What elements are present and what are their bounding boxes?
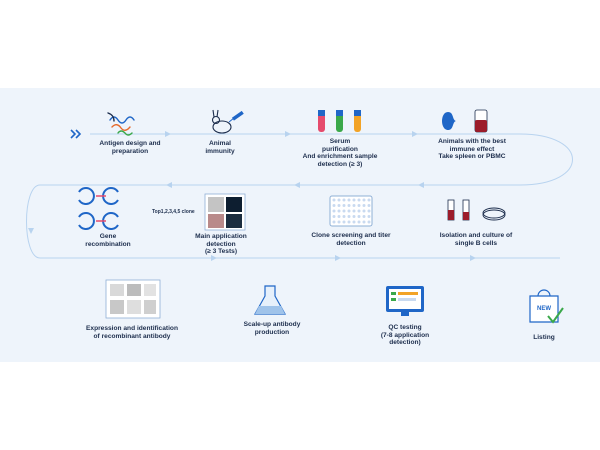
well xyxy=(337,215,341,218)
flow-connector xyxy=(26,133,573,259)
well xyxy=(362,198,366,202)
spleen-icon xyxy=(442,112,456,130)
well xyxy=(357,209,361,213)
well xyxy=(367,204,371,207)
step-qc-label: QC testing (7-8 application detection) xyxy=(380,324,430,347)
arrow-right-icon xyxy=(165,131,171,137)
well xyxy=(332,209,336,213)
well xyxy=(362,215,366,218)
well xyxy=(367,220,371,224)
new-badge: NEW xyxy=(537,306,551,312)
step-scaleup-label: Scale-up antibody production xyxy=(243,321,301,336)
flask-icon xyxy=(253,285,287,315)
well xyxy=(352,204,356,207)
well xyxy=(367,209,371,213)
well xyxy=(332,215,336,218)
well xyxy=(357,204,361,207)
assay-images-icon xyxy=(204,193,246,231)
well xyxy=(347,215,351,218)
well xyxy=(332,204,336,207)
well xyxy=(337,209,341,213)
flow-arrows xyxy=(28,131,476,261)
step-listing-label: Listing xyxy=(533,334,555,341)
rabbit-icon xyxy=(211,109,232,134)
well xyxy=(362,220,366,224)
arrow-right-icon xyxy=(412,131,418,137)
centrifuge-tubes-icon xyxy=(447,199,470,221)
arrow-left-icon xyxy=(166,182,172,188)
start-chevron-icon xyxy=(70,129,82,139)
step-clone-label: Clone screening and titer detection xyxy=(311,232,391,247)
new-bag-icon xyxy=(529,289,564,324)
well xyxy=(337,204,341,207)
well-plate-icon xyxy=(329,195,373,227)
step-animals-label: Animals with the best immune effect Take… xyxy=(438,138,506,161)
step-immunity-label: Animal immunity xyxy=(205,140,235,155)
well xyxy=(352,215,356,218)
well xyxy=(367,215,371,218)
well xyxy=(352,220,356,224)
well xyxy=(332,198,336,202)
well xyxy=(357,215,361,218)
arrow-right-icon xyxy=(211,255,217,261)
well xyxy=(362,209,366,213)
well xyxy=(342,220,346,224)
arrow-right-icon xyxy=(335,255,341,261)
step-serum-label: Serum purification And enrichment sample… xyxy=(302,138,378,168)
well xyxy=(347,209,351,213)
well xyxy=(342,215,346,218)
well xyxy=(357,198,361,202)
plasmid-icon xyxy=(78,187,119,230)
well xyxy=(342,198,346,202)
well xyxy=(367,198,371,202)
clone-tag: Top1,2,3,4,5 clone xyxy=(152,209,195,215)
arrow-right-icon xyxy=(470,255,476,261)
arrow-down-icon xyxy=(28,228,34,234)
syringe-icon xyxy=(228,110,244,123)
arrow-left-icon xyxy=(294,182,300,188)
well xyxy=(347,220,351,224)
well xyxy=(347,204,351,207)
well xyxy=(342,209,346,213)
step-gene-label: Gene recombination xyxy=(85,233,131,248)
qc-monitor-icon xyxy=(386,286,424,316)
well xyxy=(337,198,341,202)
blood-tube-icon xyxy=(474,109,488,133)
well xyxy=(352,198,356,202)
step-antigen-label: Antigen design and preparation xyxy=(99,140,161,155)
step-expression-label: Expression and identification of recombi… xyxy=(86,325,178,340)
petri-dish-icon xyxy=(482,207,506,221)
well xyxy=(342,204,346,207)
expression-results-icon xyxy=(105,279,161,319)
test-tubes-icon xyxy=(318,110,361,132)
arrow-right-icon xyxy=(285,131,291,137)
step-isolation-label: Isolation and culture of single B cells xyxy=(439,232,513,247)
antigen-icon xyxy=(107,112,135,136)
well xyxy=(332,220,336,224)
well xyxy=(352,209,356,213)
well xyxy=(347,198,351,202)
well xyxy=(362,204,366,207)
step-main-label: Main application detection (≥ 3 Tests) xyxy=(195,233,247,256)
well xyxy=(337,220,341,224)
well xyxy=(357,220,361,224)
arrow-left-icon xyxy=(418,182,424,188)
